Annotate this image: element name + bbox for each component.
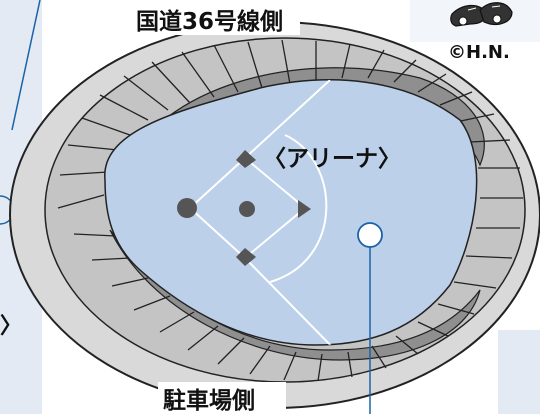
top-label-bg bbox=[128, 3, 300, 35]
seat-section-lines bbox=[57, 39, 523, 382]
field-lines bbox=[188, 79, 346, 345]
third-base-marker bbox=[236, 248, 256, 266]
field-markers bbox=[177, 150, 311, 266]
second-base-marker bbox=[236, 150, 256, 168]
first-base-marker bbox=[298, 200, 311, 218]
right-side-panel bbox=[498, 330, 540, 414]
bottom-label-bg bbox=[158, 382, 286, 414]
home-plate-marker bbox=[177, 198, 197, 218]
left-connector-line bbox=[11, 0, 41, 131]
credit-label: ©H.N. bbox=[448, 42, 510, 63]
bottom-side-label: 駐車場側 bbox=[163, 387, 255, 414]
shoe-icon bbox=[450, 2, 513, 27]
top-side-label: 国道36号線側 bbox=[136, 8, 283, 35]
marker-circle-icon bbox=[357, 222, 383, 248]
arena-floor bbox=[104, 79, 478, 346]
left-partial-mark: 〉 bbox=[0, 314, 22, 339]
lower-seats-bottom bbox=[109, 229, 481, 361]
pitcher-marker bbox=[239, 201, 255, 217]
arena-label: 〈アリーナ〉 bbox=[263, 146, 401, 172]
